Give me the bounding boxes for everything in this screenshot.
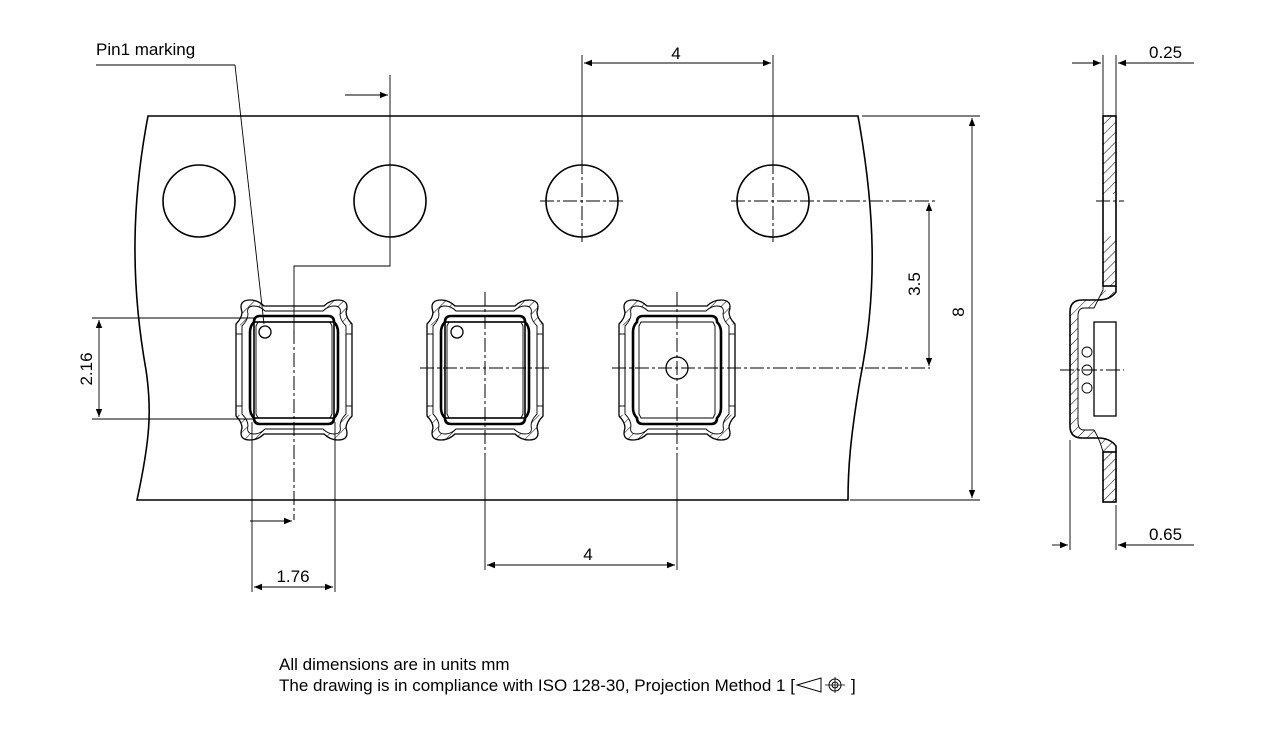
- pin1-marking-label: Pin1 marking: [96, 40, 195, 59]
- cavity-depth-label: 0.65: [1149, 525, 1182, 544]
- cavity-height-label: 2.16: [77, 352, 96, 385]
- sprocket-hole: [162, 164, 236, 238]
- pin1-dot: [450, 325, 464, 339]
- pitch-bottom-label: 4: [583, 545, 592, 564]
- tape-outline: [134, 115, 873, 501]
- units-note: All dimensions are in units mm: [279, 655, 510, 674]
- pitch-top-label: 4: [671, 44, 680, 63]
- hole-to-cavity-label: 3.5: [905, 272, 924, 296]
- pin1-dot: [258, 325, 272, 339]
- side-view: [1060, 115, 1124, 503]
- first-angle-projection-icon: [795, 677, 845, 693]
- tape-width-label: 8: [949, 307, 968, 316]
- compliance-prefix: The drawing is in compliance with ISO 12…: [279, 676, 795, 695]
- drawing-notes: All dimensions are in units mm The drawi…: [279, 654, 856, 696]
- cavity-width-label: 1.76: [276, 567, 309, 586]
- tape-thickness-label: 0.25: [1149, 43, 1182, 62]
- compliance-suffix: ]: [850, 676, 856, 695]
- compliance-note: The drawing is in compliance with ISO 12…: [279, 675, 856, 696]
